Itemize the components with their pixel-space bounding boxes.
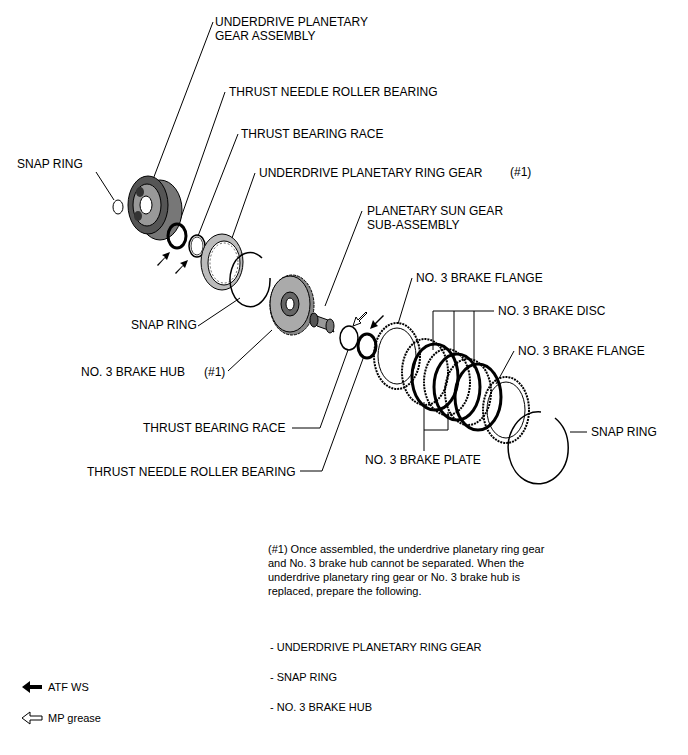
parts-list-item: - UNDERDRIVE PLANETARY RING GEAR	[270, 640, 482, 654]
part-label: NO. 3 BRAKE FLANGE	[416, 271, 543, 285]
part-label: SNAP RING	[17, 157, 83, 171]
part-label: NO. 3 BRAKE DISC	[498, 304, 605, 318]
legend-text: MP grease	[48, 711, 101, 725]
part-label: SNAP RING	[131, 318, 197, 332]
part-label: NO. 3 BRAKE PLATE	[365, 453, 481, 467]
legend-sample	[22, 681, 42, 693]
callout-number: (#1)	[510, 165, 531, 179]
part-label: NO. 3 BRAKE HUB	[81, 365, 185, 379]
part-label: PLANETARY SUN GEAR SUB-ASSEMBLY	[367, 204, 532, 232]
part-label: THRUST BEARING RACE	[143, 421, 285, 435]
note-text: (#1) Once assembled, the underdrive plan…	[268, 542, 550, 598]
parts-list-item: - SNAP RING	[270, 670, 337, 684]
legend-text: ATF WS	[48, 680, 89, 694]
part-label: SNAP RING	[591, 425, 657, 439]
part-label: UNDERDRIVE PLANETARY RING GEAR	[259, 166, 482, 180]
part-label: THRUST NEEDLE ROLLER BEARING	[87, 465, 296, 479]
callout-number: (#1)	[204, 365, 225, 379]
part-label: THRUST BEARING RACE	[241, 127, 383, 141]
part-label: NO. 3 BRAKE FLANGE	[518, 344, 645, 358]
part-label: UNDERDRIVE PLANETARY GEAR ASSEMBLY	[215, 15, 380, 43]
legend-sample	[22, 712, 42, 724]
parts-list-item: - NO. 3 BRAKE HUB	[270, 700, 372, 714]
part-label: THRUST NEEDLE ROLLER BEARING	[229, 85, 438, 99]
